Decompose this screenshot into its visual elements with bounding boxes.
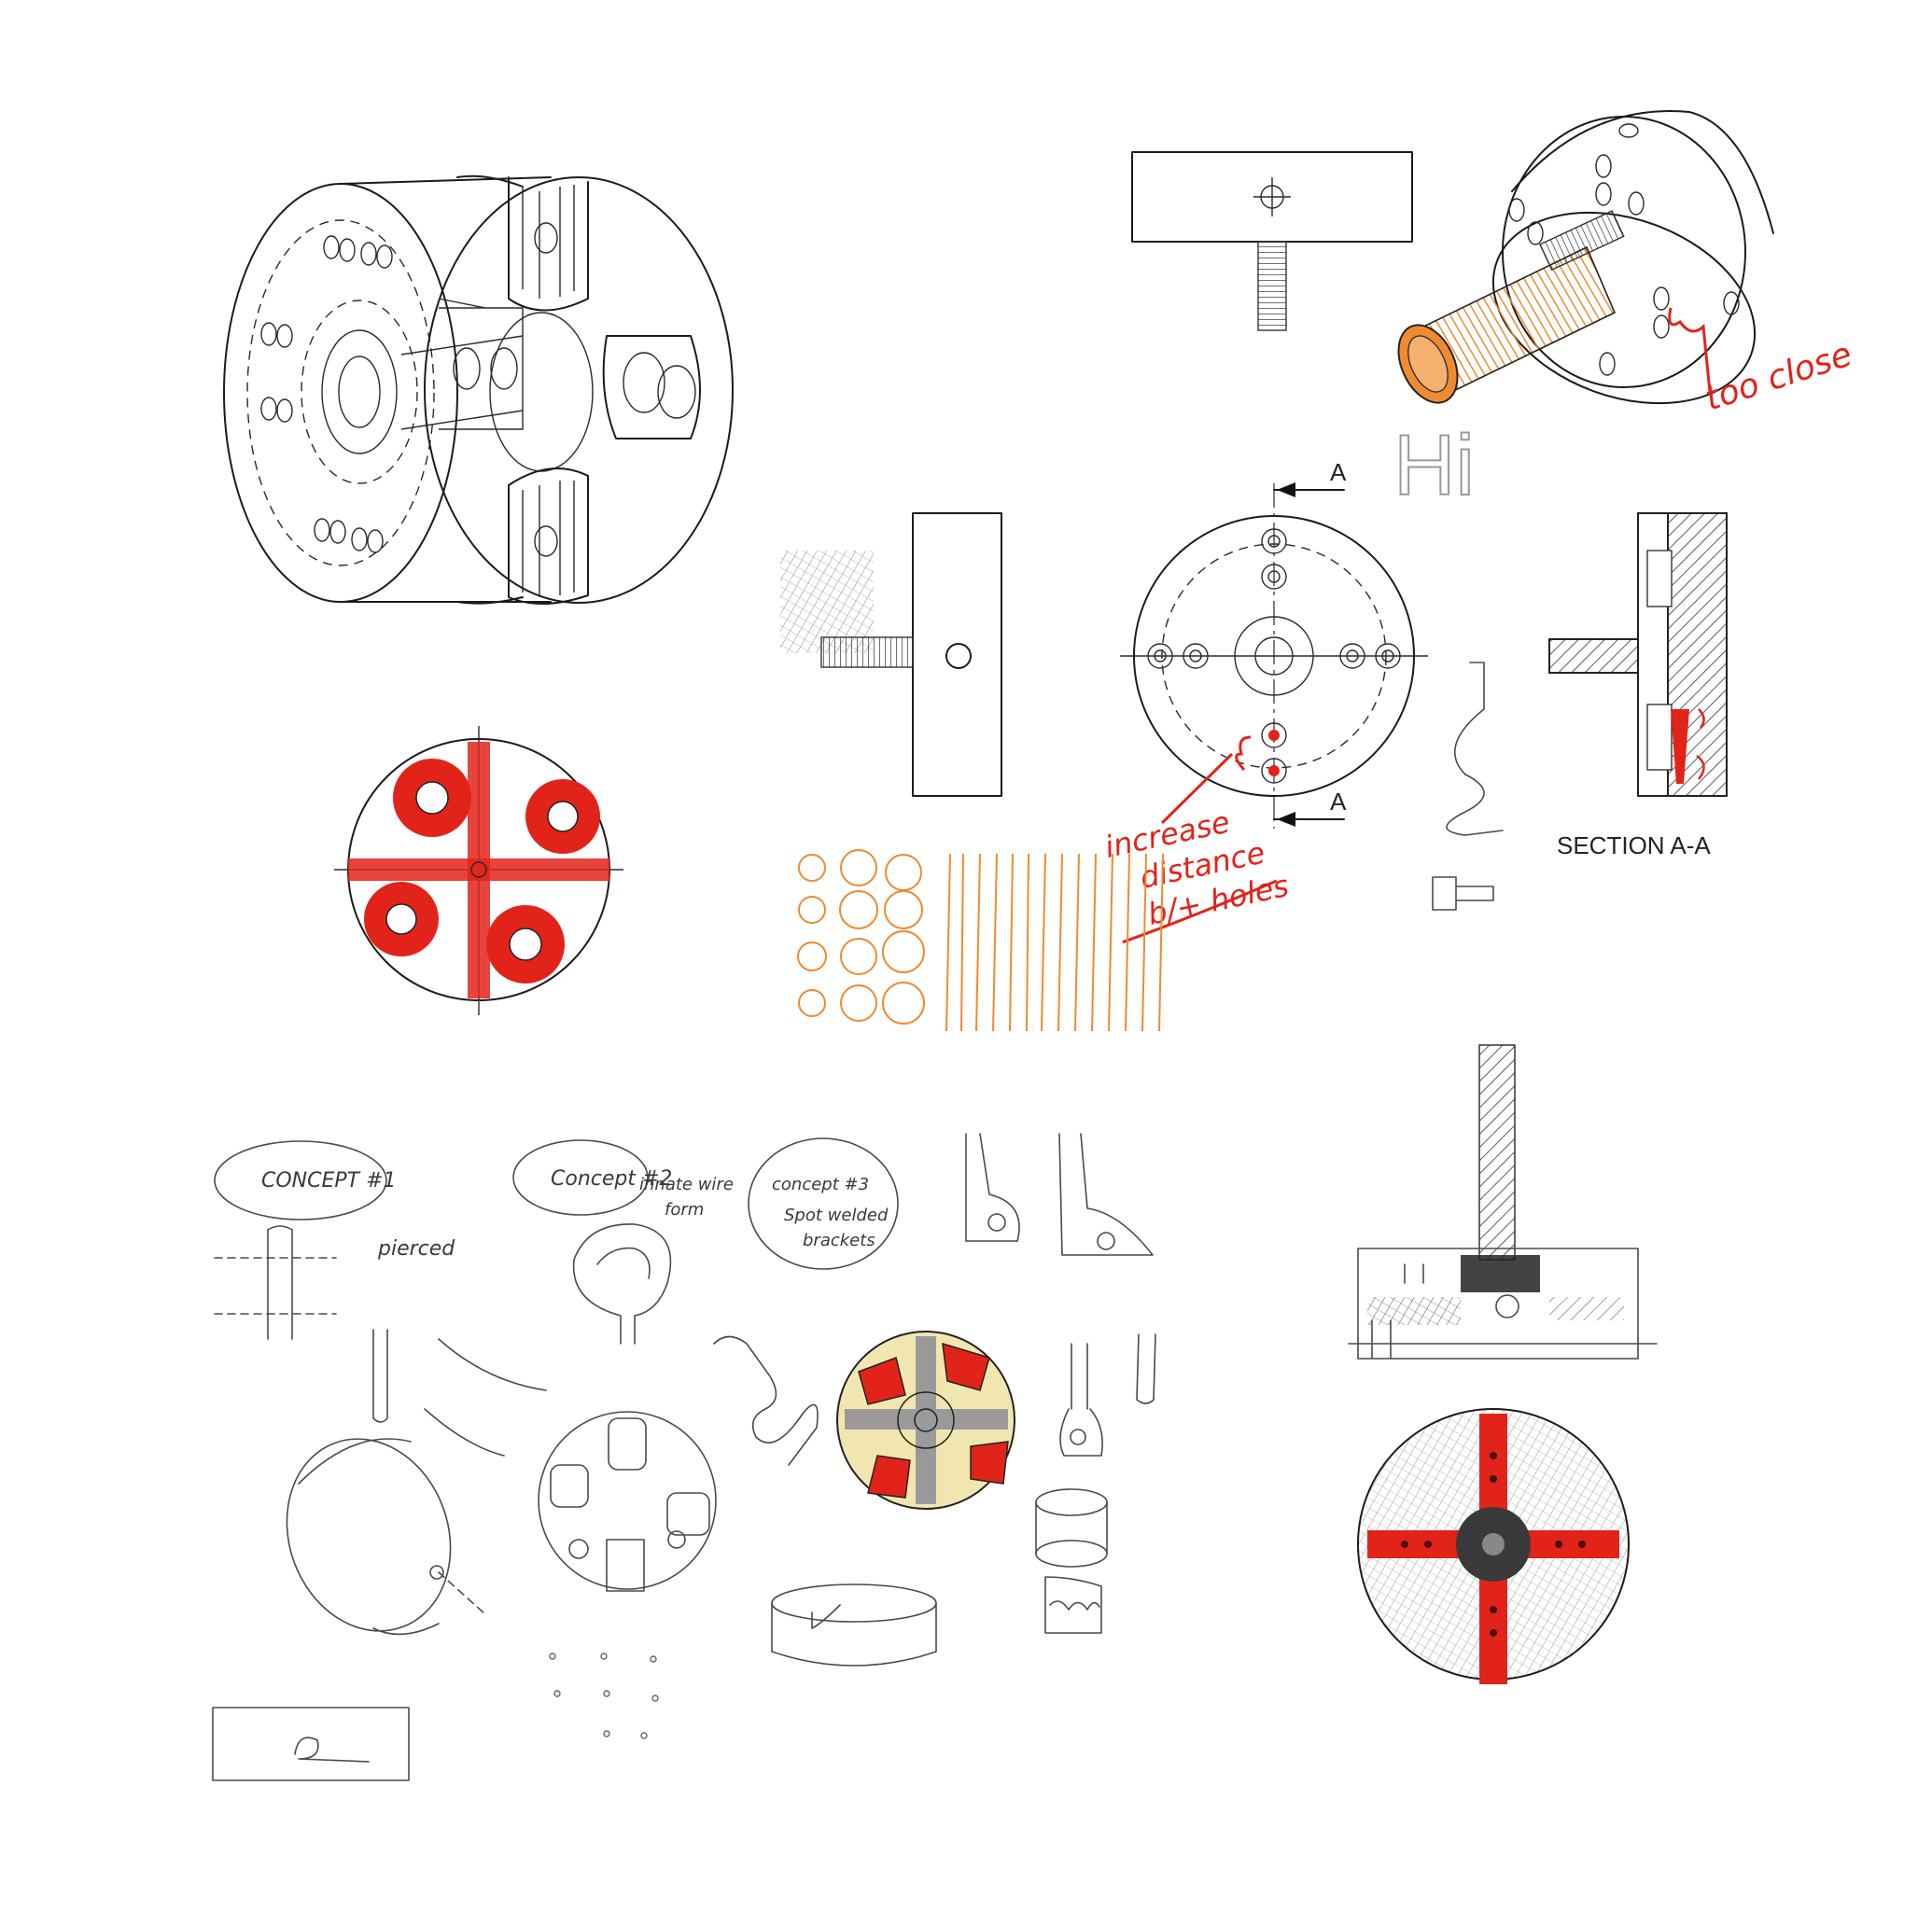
small-pin-sketch <box>1432 876 1494 911</box>
hi-letters: Hi <box>1393 418 1475 513</box>
pierced-note: pierced <box>377 1237 455 1261</box>
section-cut-sketch <box>1348 1044 1658 1360</box>
section-marker-top: A <box>1330 458 1347 486</box>
wire-s-bend <box>1446 662 1504 836</box>
wire-ring-sketch <box>572 1223 672 1345</box>
concept-3-note-2: brackets <box>803 1231 875 1250</box>
red-cross-disc <box>1357 1408 1630 1684</box>
exploded-disc-assembly <box>223 174 734 605</box>
section-label: SECTION A-A <box>1557 831 1711 859</box>
red-ring-4 <box>486 905 565 983</box>
side-view-bar-with-stud <box>780 512 1002 797</box>
red-filled-disc-top-view <box>334 726 623 1015</box>
concept-3-note-1: Spot welded <box>784 1206 889 1225</box>
concept-1-label: CONCEPT #1 <box>261 1169 397 1193</box>
section-a-a-view: SECTION A-A <box>1548 512 1728 859</box>
concept-3-label: concept #3 <box>772 1175 869 1194</box>
top-view-disc-section-line: A A <box>1120 458 1428 829</box>
concept-2-note-1: innate wire <box>639 1175 734 1194</box>
section-marker-bottom: A <box>1330 788 1347 816</box>
concept-2-note-2: form <box>665 1200 704 1220</box>
concept-2-label: Concept #2 <box>551 1167 672 1191</box>
front-view-bar-with-stud <box>1131 151 1413 331</box>
too-close-note: too close <box>1701 335 1856 418</box>
concepts-sheet: CONCEPT #1 pierced Concept #2 innate wir… <box>212 1133 1156 1781</box>
yellow-red-disc <box>836 1331 1015 1510</box>
red-ring-1 <box>393 759 471 837</box>
orange-texture-swatch <box>797 849 1164 1032</box>
red-ring-2 <box>525 779 600 854</box>
red-ring-3 <box>364 882 439 956</box>
isometric-disc-with-orange-tube: too close <box>1397 110 1856 419</box>
